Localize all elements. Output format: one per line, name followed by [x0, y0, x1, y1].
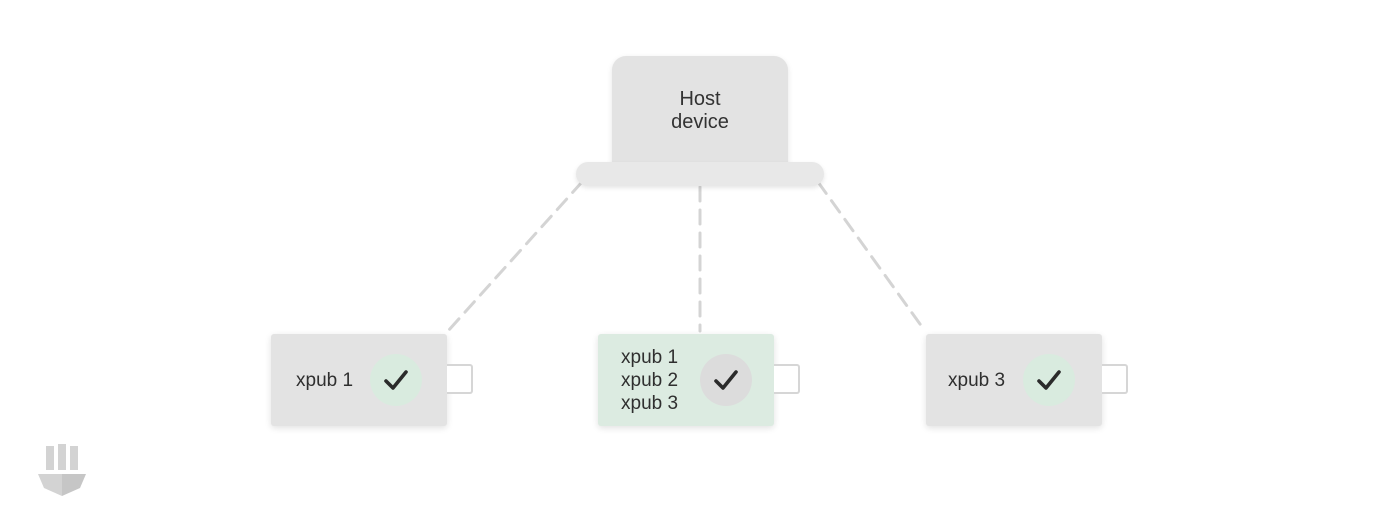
- check-icon: [1037, 370, 1061, 390]
- device-3-label: xpub 3: [948, 369, 1005, 392]
- device-2-xpub-1: xpub 1: [621, 347, 679, 368]
- device-2-xpub-2: xpub 2: [621, 370, 679, 391]
- device-3-check-badge: [1023, 354, 1075, 406]
- device-2-xpub-3: xpub 3: [621, 393, 679, 414]
- device-3-connector: [1102, 364, 1128, 394]
- host-device-base: [576, 162, 824, 186]
- host-label-line-2: device: [671, 111, 729, 133]
- device-2-label: xpub 1 xpub 2 xpub 3: [621, 346, 678, 415]
- host-device-screen: Host device: [612, 56, 788, 166]
- device-1-check-badge: [370, 354, 422, 406]
- host-label-line-1: Host: [679, 88, 721, 110]
- device-1-xpub-1: xpub 1: [296, 370, 354, 391]
- device-1-label: xpub 1: [296, 369, 353, 392]
- host-device-label: Host device: [640, 88, 760, 134]
- brand-logo-icon: [38, 444, 86, 496]
- device-2-connector: [774, 364, 800, 394]
- check-icon: [384, 370, 408, 390]
- connector-line-right: [816, 180, 927, 333]
- device-2: xpub 1 xpub 2 xpub 3: [598, 334, 774, 426]
- connector-line-left: [446, 180, 584, 333]
- device-1: xpub 1: [271, 334, 447, 426]
- device-3: xpub 3: [926, 334, 1102, 426]
- check-icon: [714, 370, 738, 390]
- device-3-xpub-3: xpub 3: [948, 370, 1006, 391]
- device-1-connector: [447, 364, 473, 394]
- device-2-check-badge: [700, 354, 752, 406]
